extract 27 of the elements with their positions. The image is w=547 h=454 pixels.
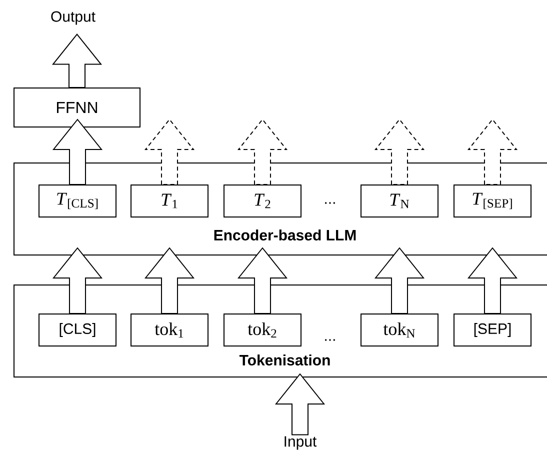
token-box: T$_{2}$	[224, 184, 302, 218]
token-box: tok$_{N}$	[360, 314, 438, 346]
token-box: T$_{1}$	[130, 184, 208, 218]
block-arrow	[237, 247, 288, 314]
block-arrow	[374, 118, 425, 185]
ellipsis: ...	[325, 202, 335, 204]
ellipsis: ...	[325, 339, 335, 341]
block-arrow	[467, 247, 518, 314]
block-arrow	[467, 118, 518, 185]
block-arrow	[237, 118, 288, 185]
block-arrow	[274, 373, 326, 436]
block-arrow	[52, 33, 102, 88]
token-box: T$_{[SEP]}$	[454, 184, 532, 218]
token-box: [SEP]	[454, 314, 532, 346]
token-box: T$_{[CLS]}$	[38, 184, 116, 218]
block-arrow	[144, 247, 195, 314]
token-box: T$_{N}$	[360, 184, 438, 218]
block-arrow	[52, 118, 103, 185]
io-label: Input	[284, 436, 317, 450]
token-box: [CLS]	[38, 314, 116, 346]
block-arrow	[52, 247, 103, 314]
block-arrow	[144, 118, 195, 185]
token-box: tok$_{1}$	[130, 314, 208, 346]
token-box: tok$_{2}$	[224, 314, 302, 346]
io-label: Output	[51, 11, 96, 25]
block-arrow	[374, 247, 425, 314]
process-box: FFNN	[14, 88, 140, 128]
